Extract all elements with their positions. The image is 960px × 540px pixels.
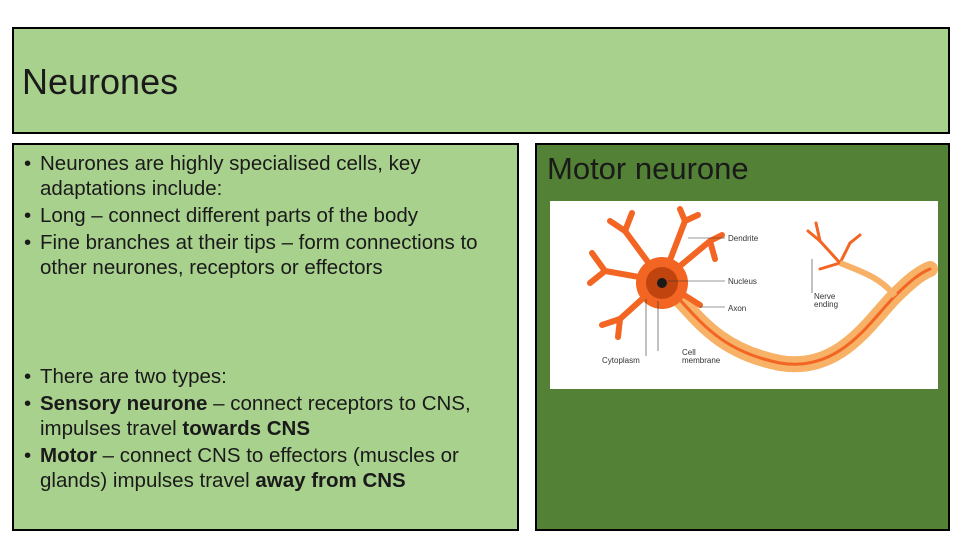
- left-content-panel: Neurones are highly specialised cells, k…: [12, 143, 519, 531]
- list-item-motor: Motor – connect CNS to effectors (muscle…: [24, 443, 514, 493]
- sensory-text: – connect receptors to CNS, impulses tra…: [40, 392, 471, 440]
- right-content-panel: Motor neurone: [535, 143, 950, 531]
- types-list: There are two types: Sensory neurone – c…: [24, 364, 514, 503]
- list-item: Neurones are highly specialised cells, k…: [24, 151, 514, 201]
- list-item: There are two types:: [24, 364, 514, 389]
- motor-neurone-diagram: Dendrite Nucleus Axon Nerve ending Cytop…: [550, 201, 938, 389]
- adaptations-list: Neurones are highly specialised cells, k…: [24, 151, 514, 290]
- list-item: Long – connect different parts of the bo…: [24, 203, 514, 228]
- label-membrane: membrane: [682, 356, 721, 365]
- motor-text: – connect CNS to effectors (muscles or g…: [40, 444, 459, 492]
- diagram-title: Motor neurone: [547, 151, 749, 186]
- label-cytoplasm: Cytoplasm: [602, 356, 640, 365]
- label-dendrite: Dendrite: [728, 234, 759, 243]
- label-axon: Axon: [728, 304, 746, 313]
- list-item-sensory: Sensory neurone – connect receptors to C…: [24, 391, 514, 441]
- sensory-term: Sensory neurone: [40, 392, 208, 415]
- label-nerve: Nerve: [814, 292, 836, 301]
- neurone-illustration: Dendrite Nucleus Axon Nerve ending Cytop…: [587, 206, 938, 373]
- sensory-emph: towards CNS: [182, 417, 310, 440]
- list-item: Fine branches at their tips – form conne…: [24, 230, 514, 280]
- label-ending: ending: [814, 300, 838, 309]
- motor-emph: away from CNS: [255, 469, 406, 492]
- motor-term: Motor: [40, 444, 97, 467]
- page-title: Neurones: [22, 61, 179, 102]
- label-cell: Cell: [682, 348, 696, 357]
- label-nucleus: Nucleus: [728, 277, 757, 286]
- title-bar: Neurones: [12, 27, 950, 134]
